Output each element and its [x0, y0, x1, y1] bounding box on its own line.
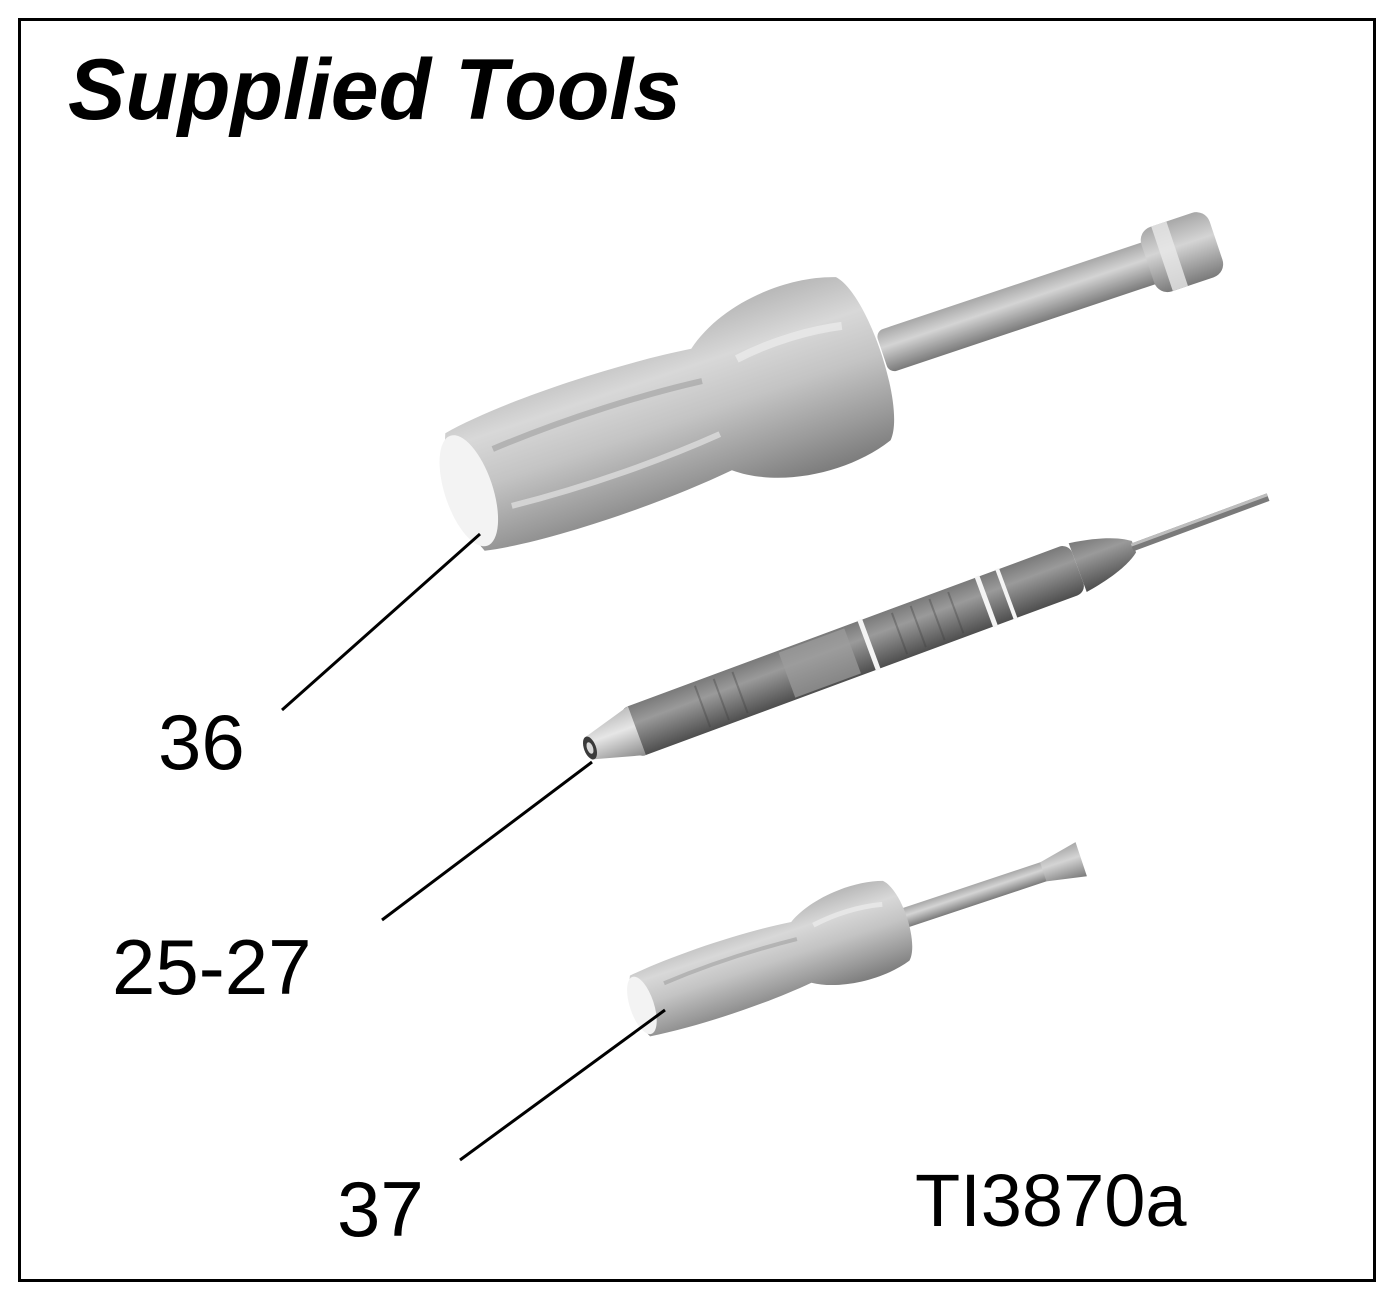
- callout-36: 36: [158, 698, 245, 786]
- leader-line-25-27: [381, 760, 593, 922]
- callout-25-27: 25-27: [112, 923, 312, 1011]
- large-screwdriver: [439, 212, 1224, 551]
- callout-37: 37: [337, 1165, 424, 1253]
- figure-frame: [18, 18, 1376, 1282]
- figure-title: Supplied Tools: [68, 42, 682, 138]
- figure-id: TI3870a: [915, 1159, 1187, 1242]
- leader-line-36: [281, 532, 481, 712]
- leader-line-37: [459, 1008, 666, 1162]
- precision-screwdriver: [583, 493, 1270, 760]
- small-screwdriver: [627, 842, 1087, 1037]
